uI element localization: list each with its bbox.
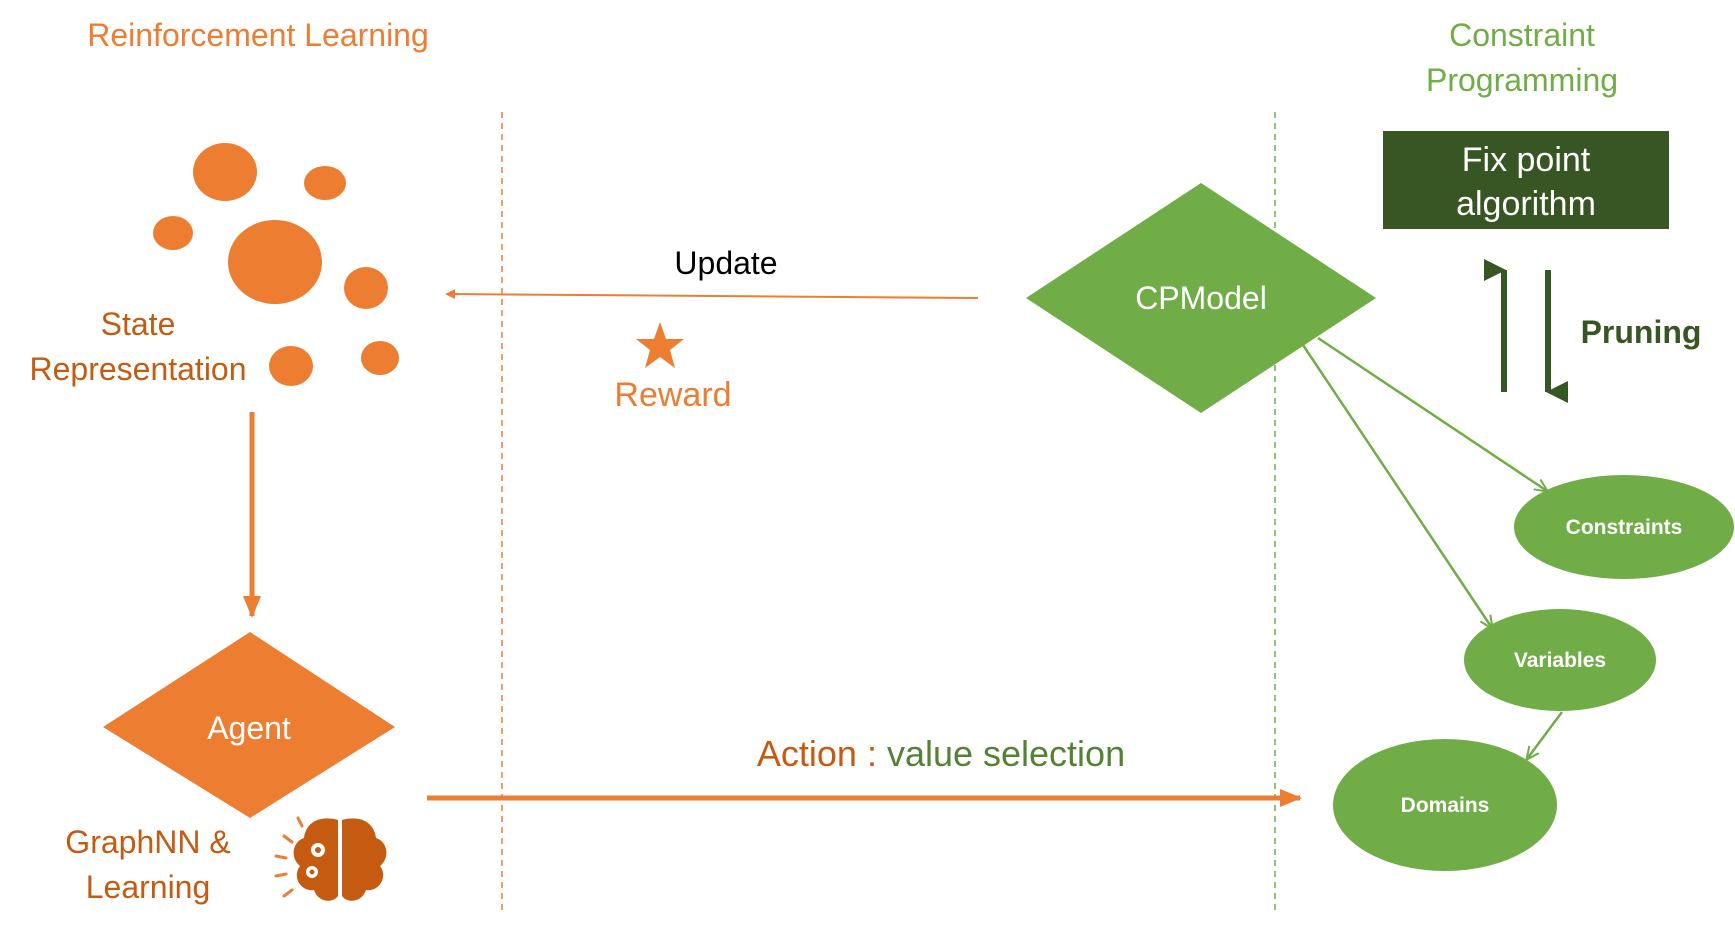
variables-label: Variables — [1514, 649, 1606, 672]
cpmodel-label: CPModel — [1135, 280, 1267, 316]
update-label: Update — [674, 245, 777, 281]
cp-header-line1: Constraint — [1449, 17, 1595, 53]
star-icon — [636, 322, 684, 368]
domains-node — [1333, 739, 1557, 871]
state-representation-icon — [153, 143, 399, 386]
cp-header-line2: Programming — [1426, 62, 1618, 98]
cpmodel-to-variables-arrow — [1301, 344, 1492, 628]
constraints-node — [1514, 475, 1734, 579]
state-label-line2: Representation — [29, 351, 246, 387]
cpmodel-diamond — [1026, 183, 1376, 413]
fixpoint-label-line2: algorithm — [1456, 185, 1596, 223]
fixpoint-box — [1383, 131, 1669, 229]
graphnn-label-line1: GraphNN & — [65, 824, 230, 860]
pruning-label: Pruning — [1581, 314, 1702, 350]
action-label-part2: value selection — [887, 733, 1125, 774]
action-label: Action : value selection — [757, 733, 1125, 774]
constraints-label: Constraints — [1566, 516, 1683, 539]
cpmodel-to-constraints-arrow — [1317, 336, 1547, 491]
graphnn-label-line2: Learning — [86, 869, 211, 905]
variables-to-domains-arrow — [1527, 711, 1564, 759]
brain-gears-icon — [274, 816, 387, 901]
reward-label: Reward — [614, 376, 731, 414]
domains-label: Domains — [1401, 794, 1490, 817]
state-label-line1: State — [101, 306, 176, 342]
variables-node — [1464, 609, 1656, 711]
agent-diamond — [103, 632, 395, 818]
action-label-part1: Action : — [757, 733, 887, 774]
agent-label: Agent — [207, 710, 291, 746]
update-arrow — [445, 289, 979, 300]
rl-header: Reinforcement Learning — [87, 17, 429, 53]
fixpoint-label-line1: Fix point — [1462, 141, 1591, 179]
